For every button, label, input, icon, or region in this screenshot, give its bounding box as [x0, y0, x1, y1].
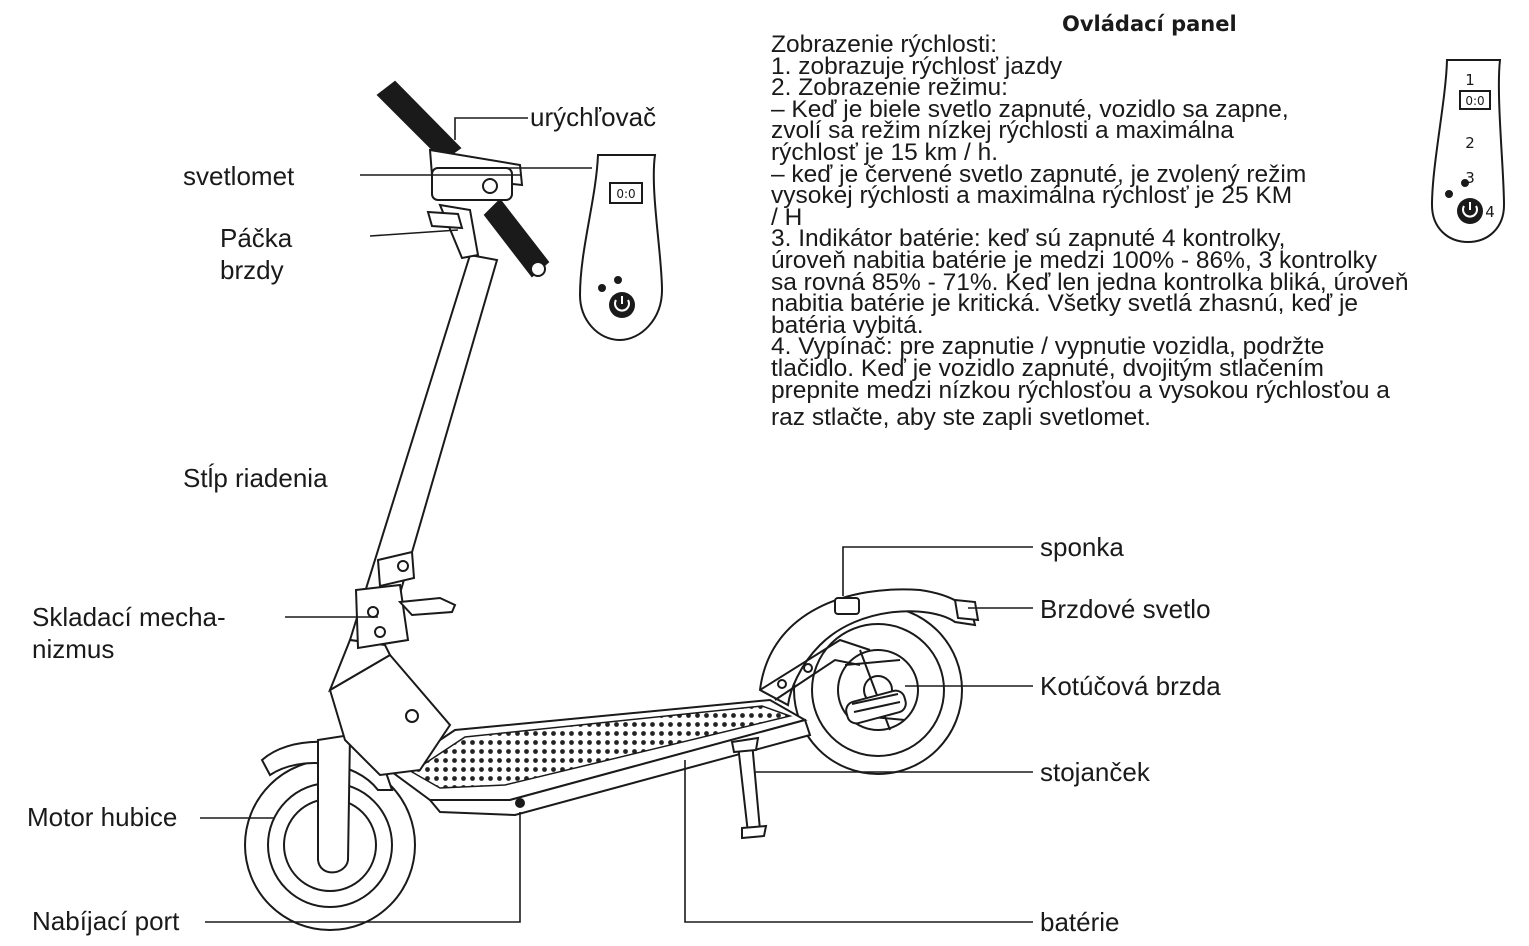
- steering-lower: [327, 638, 392, 693]
- description-line: rýchlosť je 15 km / h.: [771, 138, 999, 166]
- rear-clip: [834, 597, 860, 615]
- label-clip: sponka: [1040, 532, 1124, 562]
- description-line: – keď je červené svetlo zapnuté, je zvol…: [771, 160, 1307, 188]
- description-line: úroveň nabitia batérie je medzi 100% - 8…: [771, 246, 1378, 274]
- deck-underside: [427, 718, 812, 817]
- label-charging-port: Nabíjací port: [32, 906, 180, 936]
- leader-clip: [842, 546, 1033, 596]
- label-hub-motor: Motor hubice: [27, 802, 178, 832]
- label-brake-lever-line1: Páčka: [220, 223, 293, 253]
- neck-bolt: [405, 709, 419, 723]
- description-line: tlačidlo. Keď je vozidlo zapnuté, dvojit…: [771, 354, 1324, 382]
- rear-fender-brace: [759, 638, 871, 701]
- label-steering-column: Stĺp riadenia: [183, 463, 328, 493]
- description-line: / H: [771, 203, 803, 231]
- label-battery: batérie: [1040, 907, 1120, 937]
- panel-title: Ovládací panel: [1062, 12, 1237, 36]
- panel-callout-2: 2: [1465, 134, 1475, 152]
- description-line: nabitia batérie je kritická. Všetky svet…: [771, 290, 1359, 318]
- small-display-text: 0:0: [616, 187, 635, 201]
- description-line: 2. Zobrazenie režimu:: [771, 74, 1008, 102]
- description-line: prepnite medzi nízkou rýchlosťou a vysok…: [771, 376, 1390, 404]
- panel-description: Zobrazenie rýchlosti: 1. zobrazuje rýchl…: [771, 31, 1523, 432]
- description-line: 3. Indikátor batérie: keď sú zapnuté 4 k…: [771, 225, 1286, 253]
- steering-column: [348, 253, 499, 647]
- label-brake-lever-line2: brzdy: [220, 255, 284, 285]
- charging-port-dot: [515, 798, 525, 808]
- brake-light: [953, 598, 980, 622]
- kickstand: [730, 736, 768, 840]
- front-fork: [317, 733, 352, 874]
- detail-display-text: 0:0: [1465, 94, 1484, 108]
- leader-accelerator: [454, 117, 528, 140]
- leader-charging: [205, 812, 521, 923]
- panel-callout-1: 1: [1465, 71, 1475, 89]
- control-panel-detail: [1430, 59, 1506, 244]
- deck-grip: [410, 705, 793, 789]
- description-line: 1. zobrazuje rýchlosť jazdy: [771, 52, 1063, 80]
- leader-lines: [200, 117, 1033, 923]
- panel-callout-3: 3: [1465, 169, 1475, 187]
- leader-brake-lever: [369, 229, 459, 237]
- control-panel-small: [578, 154, 664, 342]
- panel-callout-4: 4: [1485, 203, 1495, 221]
- disc-brake-caliper: [845, 689, 907, 725]
- description-line: – Keď je biele svetlo zapnuté, vozidlo s…: [771, 95, 1289, 123]
- label-folding-line2: nizmus: [32, 634, 115, 664]
- description-line: 4. Vypínač: pre zapnutie / vypnutie vozi…: [771, 333, 1325, 361]
- label-disc-brake: Kotúčová brzda: [1040, 671, 1221, 701]
- folding-mechanism: [354, 550, 457, 650]
- description-line: sa rovná 85% - 71%. Keď len jedna kontro…: [771, 268, 1409, 296]
- description-line: Zobrazenie rýchlosti:: [771, 31, 998, 58]
- description-line: batéria vybitá.: [771, 311, 924, 339]
- leader-battery: [684, 760, 1033, 923]
- handlebar: [376, 80, 550, 278]
- label-headlight: svetlomet: [183, 161, 295, 191]
- description-line: zvolí sa režim nízkej rýchlosti a maximá…: [771, 117, 1234, 145]
- label-brake-light: Brzdové svetlo: [1040, 594, 1211, 624]
- description-line: vysokej rýchlosti a maximálna rýchlosť j…: [771, 182, 1293, 210]
- rear-fender: [758, 588, 977, 707]
- label-accelerator: urýchľovač: [530, 102, 657, 132]
- description-line: raz stlačte, aby ste zapli svetlomet.: [771, 404, 1151, 432]
- label-folding-line1: Skladací mecha-: [32, 602, 226, 632]
- rear-wheel: [793, 605, 963, 775]
- label-kickstand: stojanček: [1040, 757, 1150, 787]
